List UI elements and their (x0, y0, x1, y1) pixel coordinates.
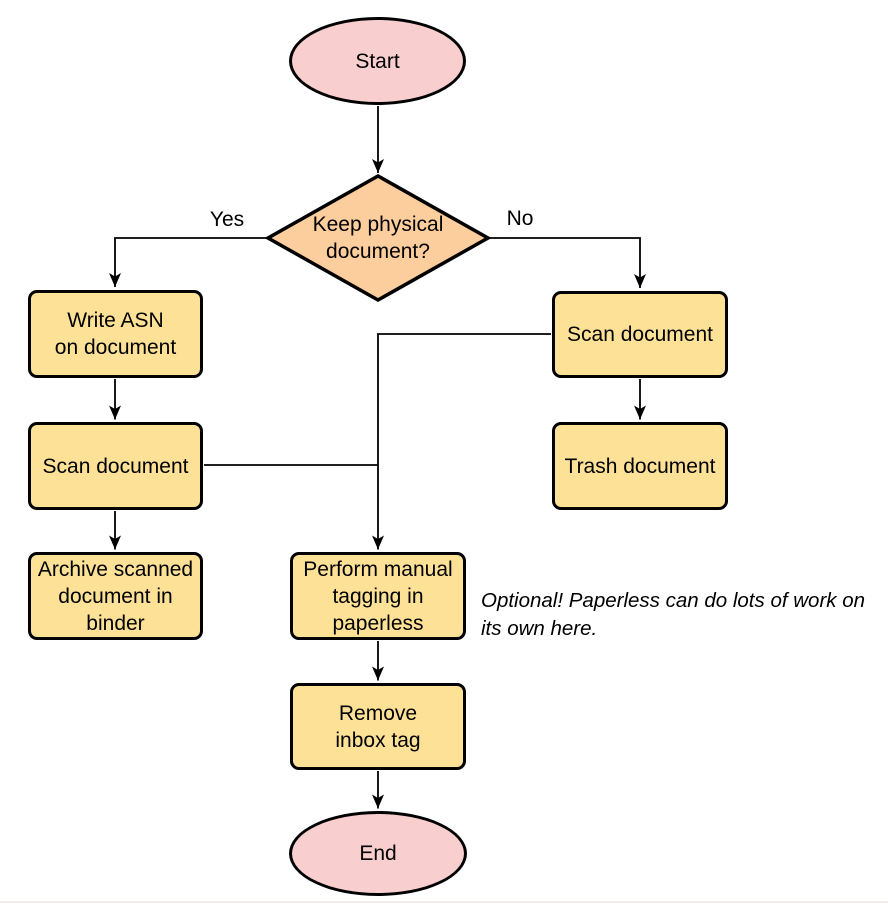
node-end: End (289, 811, 467, 896)
edge-label-no: No (506, 207, 534, 230)
node-scan-document-right: Scan document (552, 291, 728, 378)
node-scan-document-right-label: Scan document (567, 323, 713, 346)
decision-diamond-shape (264, 173, 492, 303)
node-end-label: End (359, 842, 397, 865)
node-start: Start (289, 17, 466, 105)
node-manual-tagging-label: Perform manual tagging in paperless (303, 557, 453, 635)
node-start-label: Start (355, 49, 400, 73)
node-scan-document-left: Scan document (28, 422, 203, 510)
node-write-asn-label: Write ASN on document (54, 309, 177, 359)
node-remove-inbox-tag: Remove inbox tag (290, 683, 466, 770)
node-trash-document-label: Trash document (564, 454, 716, 478)
node-remove-inbox-tag-label: Remove inbox tag (335, 701, 421, 752)
page-bottom-divider (0, 901, 888, 903)
node-scan-document-left-label: Scan document (42, 454, 189, 478)
node-archive-binder-label: Archive scanned document in binder (37, 557, 194, 635)
node-trash-document: Trash document (552, 422, 728, 510)
annotation-text: Optional! Paperless can do lots of work … (481, 589, 866, 640)
node-archive-binder: Archive scanned document in binder (28, 552, 203, 640)
node-manual-tagging: Perform manual tagging in paperless (290, 552, 466, 640)
connector-scanright-to-tagging (372, 333, 551, 550)
connector-decision-no (489, 237, 646, 288)
node-decision-label: Keep physical document? (312, 213, 444, 263)
node-write-asn: Write ASN on document (28, 290, 203, 378)
edge-label-yes: Yes (209, 208, 245, 231)
connector-decision-yes (109, 237, 267, 287)
